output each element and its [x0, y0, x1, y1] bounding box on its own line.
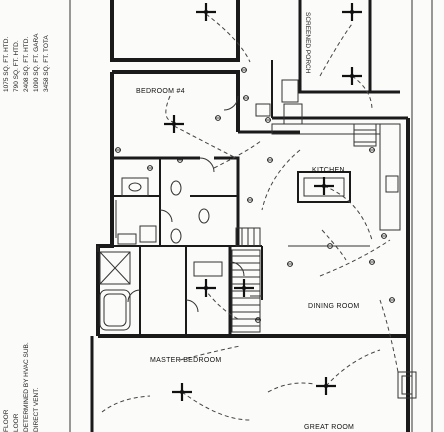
ceiling-fan-icon	[196, 279, 216, 297]
area-note-4: 1090 SQ. FT. GARA	[33, 33, 40, 92]
fireplace	[397, 371, 417, 399]
ceiling-fan-icon	[342, 3, 362, 21]
dimension-ticks	[97, 200, 370, 297]
ceiling-fan-icon	[196, 3, 216, 21]
switch-wiring	[101, 13, 399, 421]
area-note-1: 1075 SQ. FT. HTD.	[3, 37, 10, 92]
outlet-icon	[215, 115, 221, 121]
outlet-icon	[369, 147, 375, 153]
vanity	[121, 177, 149, 197]
room-label-dining-room: DINING ROOM	[308, 303, 360, 310]
toilet	[198, 208, 210, 224]
area-note-2: 790 SQ. FT. HTD.	[13, 40, 20, 92]
ceiling-fan-icon	[164, 115, 184, 133]
ceiling-fan-icon	[172, 383, 192, 401]
kitchen-counters	[271, 123, 401, 231]
legend-notes: FLOOR LOOR DETERMINED BY HVAC SUB. DIREC…	[3, 342, 40, 432]
outlet-markers	[115, 67, 395, 323]
ceiling-fans	[164, 3, 362, 401]
outlet-icon	[177, 157, 183, 163]
ceiling-fan-icon	[234, 279, 254, 297]
outlet-icon	[267, 157, 273, 163]
outlet-icon	[115, 147, 121, 153]
exterior-walls	[90, 0, 410, 432]
door-swings	[127, 95, 245, 313]
bath-fixtures	[99, 177, 223, 331]
legend-note-2: LOOR	[13, 413, 20, 432]
outlet-icon	[287, 261, 293, 267]
area-note-3: 2408 SQ. FT. HTD.	[23, 37, 30, 92]
vanity	[193, 261, 223, 277]
stairs	[231, 227, 261, 333]
outlet-icon	[243, 95, 249, 101]
shower	[99, 251, 131, 285]
toilet	[170, 228, 182, 244]
legend-note-4: DIRECT VENT.	[33, 388, 40, 432]
ceiling-fan-icon	[314, 177, 334, 195]
area-note-5: 3458 SQ. FT. TOTA	[43, 35, 50, 92]
area-notes: 1075 SQ. FT. HTD. 790 SQ. FT. HTD. 2408 …	[3, 33, 50, 92]
toilet	[170, 180, 182, 196]
room-label-great-room: GREAT ROOM	[304, 424, 354, 431]
outlet-icon	[255, 317, 261, 323]
outlet-icon	[147, 165, 153, 171]
room-label-kitchen: KITCHEN	[312, 167, 345, 174]
legend-note-1: FLOOR	[3, 409, 10, 432]
ceiling-fan-icon	[316, 377, 336, 395]
outlet-icon	[247, 197, 253, 203]
bathtub	[99, 289, 131, 331]
outlet-icon	[241, 67, 247, 73]
outlet-icon	[369, 259, 375, 265]
room-label-screened-porch: SCREENED PORCH	[304, 12, 311, 74]
outlet-icon	[265, 117, 271, 123]
outlet-icon	[389, 297, 395, 303]
room-label-bedroom-4: BEDROOM #4	[136, 88, 185, 95]
ceiling-fan-icon	[342, 67, 362, 85]
legend-note-3: DETERMINED BY HVAC SUB.	[23, 342, 30, 432]
outlet-icon	[381, 233, 387, 239]
room-label-master-bedroom: MASTER BEDROOM	[150, 357, 221, 364]
interior-walls	[112, 60, 408, 336]
porch-fixtures	[255, 79, 417, 399]
